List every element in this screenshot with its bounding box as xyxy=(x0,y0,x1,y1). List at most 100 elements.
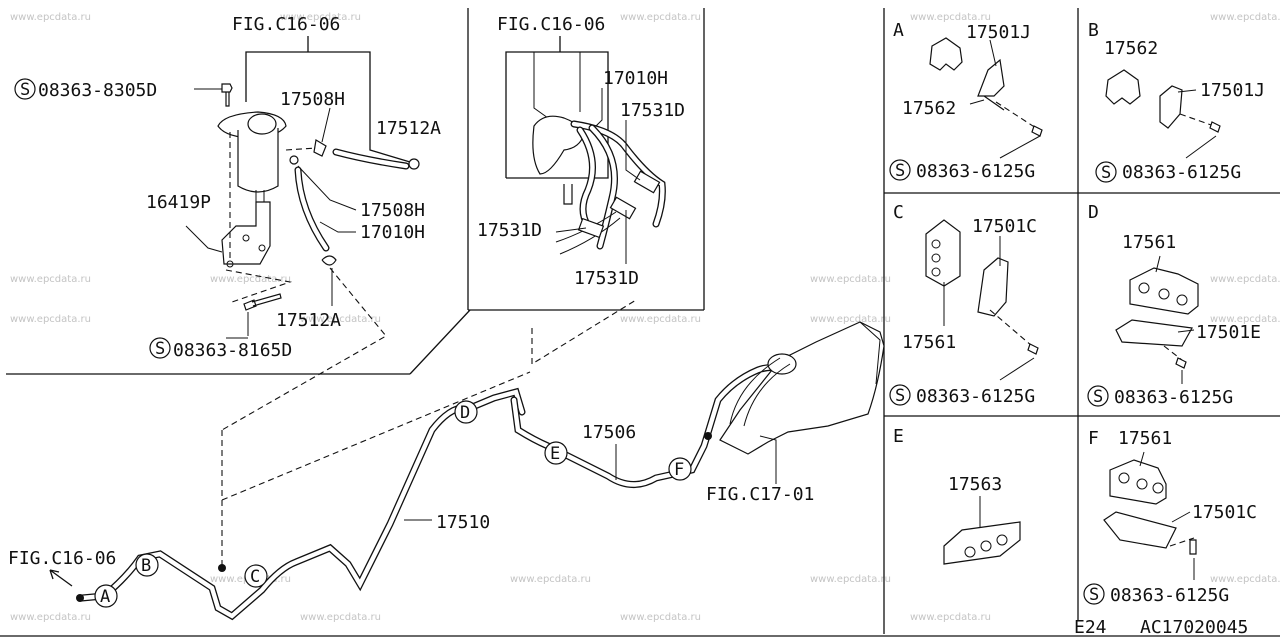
label-screw-bottom: 08363-8165D xyxy=(173,340,292,361)
clip-icon xyxy=(633,170,661,194)
panel-part-label: 17501J xyxy=(1200,80,1265,101)
panel-part-label: 17561 xyxy=(1118,428,1172,449)
inset-filter xyxy=(532,115,585,175)
figure-ref-tank: FIG.C17-01 xyxy=(706,484,814,505)
watermark: www.epcdata.ru xyxy=(810,574,891,585)
svg-text:F: F xyxy=(674,460,684,480)
svg-text:C: C xyxy=(250,567,260,587)
watermark: www.epcdata.ru xyxy=(300,314,381,325)
svg-text:A: A xyxy=(100,587,110,607)
filter-canister xyxy=(237,128,279,193)
panel-part-label: 17562 xyxy=(1104,38,1158,59)
clip-cushion-icon xyxy=(1129,267,1199,315)
watermark: www.epcdata.ru xyxy=(10,314,91,325)
screw-symbol-icon xyxy=(14,78,36,100)
clip-cushion-icon xyxy=(1109,459,1167,505)
clamp-icon xyxy=(321,255,337,266)
screw-symbol-icon xyxy=(1083,583,1105,605)
panel-screw-label: 08363-6125G xyxy=(1110,585,1229,606)
panel-screw-label: 08363-6125G xyxy=(1122,162,1241,183)
panel-a: A 17501J 17562 S 08363-6125G xyxy=(889,20,1043,182)
panel-part-label: 17562 xyxy=(902,98,956,119)
panel-part-label: 17561 xyxy=(1122,232,1176,253)
panel-f: F 17561 17501C S 08363-6125G xyxy=(1083,428,1257,606)
watermark: www.epcdata.ru xyxy=(810,274,891,285)
watermark: www.epcdata.ru xyxy=(620,612,701,623)
screw-icon xyxy=(221,83,233,107)
tube-main xyxy=(78,387,526,621)
clip-icon xyxy=(313,139,327,157)
callout-e: E xyxy=(544,441,568,465)
clip-icon xyxy=(609,196,637,220)
panel-e: E 17563 xyxy=(893,426,1021,565)
footer-code: AC17020045 xyxy=(1140,617,1248,638)
watermark: www.epcdata.ru xyxy=(10,274,91,285)
panel-d: D 17561 17501E S 08363-6125G xyxy=(1087,202,1261,408)
watermarks: www.epcdata.ru www.epcdata.ru www.epcdat… xyxy=(10,12,1280,623)
watermark: www.epcdata.ru xyxy=(510,574,591,585)
watermark: www.epcdata.ru xyxy=(1210,12,1280,23)
screw-icon xyxy=(1189,539,1197,555)
svg-text:D: D xyxy=(460,403,470,423)
screw-symbol-icon xyxy=(889,384,911,406)
callout-f: F xyxy=(668,457,692,481)
screw-symbol: S xyxy=(155,339,165,359)
watermark: www.epcdata.ru xyxy=(910,612,991,623)
clamp-bracket-icon xyxy=(1115,319,1193,347)
panel-part-label: 17563 xyxy=(948,474,1002,495)
label-clamp-a: 17512A xyxy=(376,118,441,139)
screw-icon xyxy=(1031,125,1043,137)
watermark: www.epcdata.ru xyxy=(10,612,91,623)
watermark: www.epcdata.ru xyxy=(1210,314,1280,325)
clamp-icon xyxy=(408,158,420,170)
label-inset-line-a: 17531D xyxy=(620,100,685,121)
callout-b: B xyxy=(135,553,159,577)
label-clip-a: 17508H xyxy=(280,89,345,110)
figure-ref-top-left: FIG.C16-06 xyxy=(232,14,340,35)
panel-screw-label: 08363-6125G xyxy=(916,386,1035,407)
clip-icon xyxy=(289,155,299,165)
fuel-filter-assembly: FIG.C16-06 S 08363-8305D 17508H 17512A 1… xyxy=(14,14,441,431)
fuel-tank xyxy=(719,321,885,455)
callout-c: C xyxy=(244,564,268,588)
label-clamp-b: 17512A xyxy=(276,310,341,331)
label-screw-top: 08363-8305D xyxy=(38,80,157,101)
clip-cushion-icon xyxy=(1105,69,1141,105)
panel-part-label: 17501C xyxy=(972,216,1037,237)
panel-part-label: 17501J xyxy=(966,22,1031,43)
clip-cushion-icon xyxy=(929,37,963,71)
panel-letter: F xyxy=(1088,428,1099,449)
panel-letter: C xyxy=(893,202,904,223)
screw-icon xyxy=(1175,357,1187,369)
label-tube-rear: 17506 xyxy=(582,422,636,443)
screw-symbol-icon xyxy=(1087,385,1109,407)
watermark: www.epcdata.ru xyxy=(300,612,381,623)
watermark: www.epcdata.ru xyxy=(810,314,891,325)
watermark: www.epcdata.ru xyxy=(910,12,991,23)
figure-ref-bottom-left: FIG.C16-06 xyxy=(8,548,116,569)
svg-text:S: S xyxy=(1089,585,1099,605)
label-tube-main: 17510 xyxy=(436,512,490,533)
clip-icon xyxy=(577,217,605,239)
panel-c: C 17501C 17561 S 08363-6125G xyxy=(889,202,1039,407)
svg-text:B: B xyxy=(141,556,151,576)
clamp-bracket-icon xyxy=(977,58,1005,111)
screw-symbol-icon xyxy=(1095,161,1117,183)
filter-mount-bracket xyxy=(221,201,271,265)
svg-text:S: S xyxy=(1101,163,1111,183)
main-fuel-lines: 17506 17510 FIG.C17-01 FIG.C16-06 A B C … xyxy=(8,321,885,621)
panel-letter: E xyxy=(893,426,904,447)
panel-part-label: 17501E xyxy=(1196,322,1261,343)
watermark: www.epcdata.ru xyxy=(10,12,91,23)
label-inset-line-b: 17531D xyxy=(477,220,542,241)
screw-symbol-icon xyxy=(889,159,911,181)
screw-icon xyxy=(243,293,282,311)
watermark: www.epcdata.ru xyxy=(1210,274,1280,285)
figure-ref-inset: FIG.C16-06 xyxy=(497,14,605,35)
callout-d: D xyxy=(454,400,478,424)
svg-text:E: E xyxy=(550,444,560,464)
watermark: www.epcdata.ru xyxy=(620,314,701,325)
screw-symbol: S xyxy=(20,80,30,100)
label-inset-hose: 17010H xyxy=(603,68,668,89)
